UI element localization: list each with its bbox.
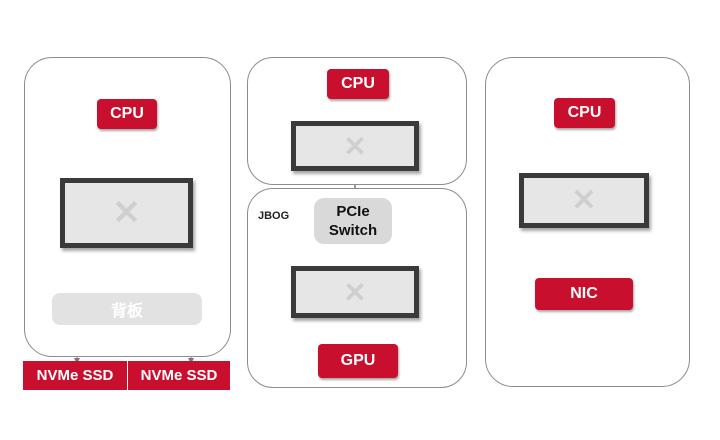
x-chip-logo-icon: ✕: [112, 193, 141, 233]
gpu-box: GPU: [318, 344, 398, 378]
middle-top-chip: ✕: [291, 121, 419, 171]
ssd-box-1: NVMe SSD: [23, 361, 127, 390]
middle-cpu-label: CPU: [341, 75, 375, 92]
gpu-label: GPU: [340, 352, 376, 369]
middle-cpu-box: CPU: [327, 69, 389, 99]
pcie-switch-label-line1: PCIe: [336, 203, 370, 220]
pcie-switch-label-line2: Switch: [328, 222, 378, 239]
x-chip-logo-icon: ✕: [343, 129, 367, 163]
backplane-label: 背板: [110, 303, 143, 320]
ssd-label-2: NVMe SSD: [140, 367, 218, 384]
right-chip: ✕: [519, 173, 649, 228]
jbog-label: JBOG: [258, 210, 290, 222]
right-cpu-label: CPU: [567, 104, 602, 121]
right-cpu-box: CPU: [554, 98, 615, 128]
x-chip-logo-icon: ✕: [343, 275, 367, 309]
left-cpu-box: CPU: [97, 99, 157, 129]
x-chip-logo-icon: ✕: [571, 183, 597, 218]
left-cpu-label: CPU: [110, 105, 144, 122]
nic-label: NIC: [570, 285, 598, 302]
ssd-label-1: NVMe SSD: [36, 367, 114, 384]
backplane-box: 背板: [52, 293, 202, 325]
pcie-switch-box: PCIe Switch: [314, 198, 392, 244]
nic-box: NIC: [535, 278, 633, 310]
ssd-box-2: NVMe SSD: [128, 361, 230, 390]
left-chip: ✕: [60, 178, 193, 248]
jbog-chip: ✕: [291, 266, 419, 318]
